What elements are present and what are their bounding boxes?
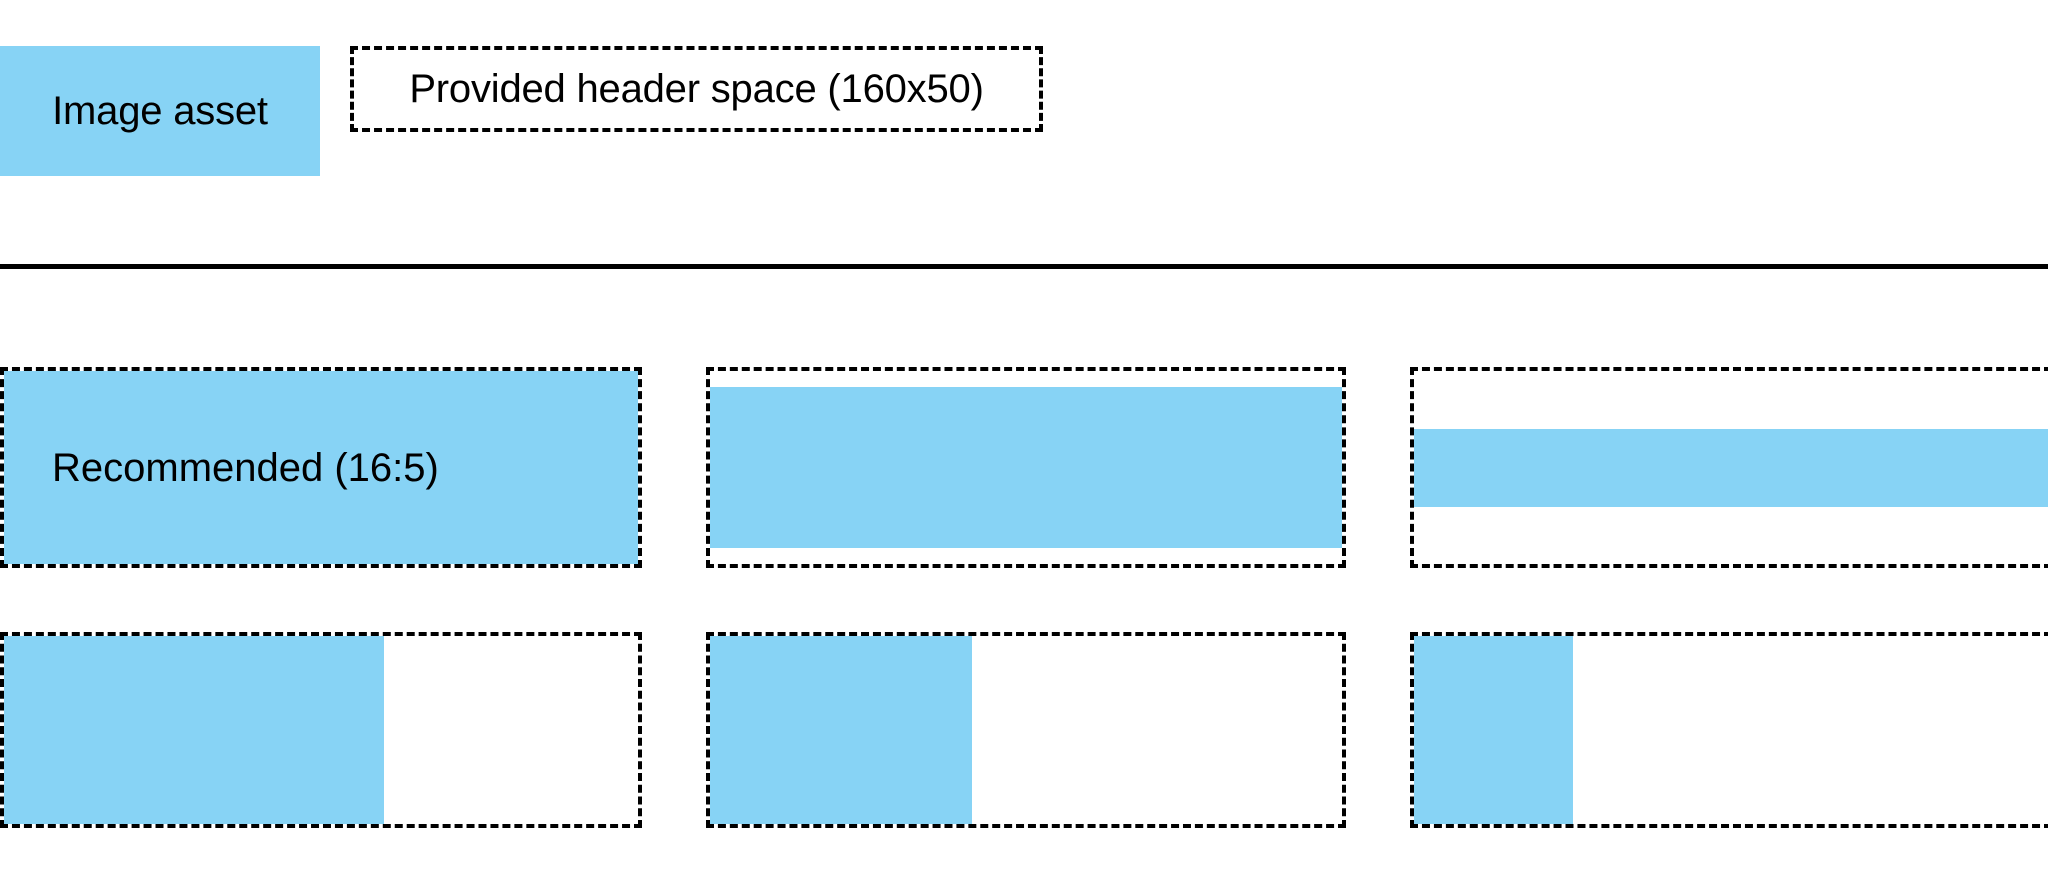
image-asset-label: Image asset (52, 89, 268, 133)
section-divider (0, 264, 2048, 269)
image-asset-swatch: Image asset (0, 46, 320, 176)
provided-header-space-outline: Provided header space (160x50) (350, 46, 1043, 132)
card-fill-left-partial (710, 636, 973, 824)
provided-header-space-label: Provided header space (160x50) (409, 67, 984, 111)
ratio-card-short-band (1410, 367, 2048, 568)
recommended-ratio-label: Recommended (16:5) (52, 445, 439, 490)
ratio-card-fill-41 (706, 632, 1346, 828)
card-fill-band-centered (1414, 428, 2048, 507)
ratio-card-recommended-16-5: Recommended (16:5) (0, 367, 642, 568)
header-example-zone: Image asset Provided header space (160x5… (0, 0, 2048, 269)
ratio-card-fill-25 (1410, 632, 2048, 828)
card-fill-left-partial (4, 636, 385, 824)
card-fill-inset-vertical (710, 387, 1342, 548)
ratio-card-fill-60 (0, 632, 642, 828)
card-fill-left-partial (1414, 636, 1573, 824)
ratio-card-wide-inset (706, 367, 1346, 568)
card-fill-full (4, 371, 638, 564)
